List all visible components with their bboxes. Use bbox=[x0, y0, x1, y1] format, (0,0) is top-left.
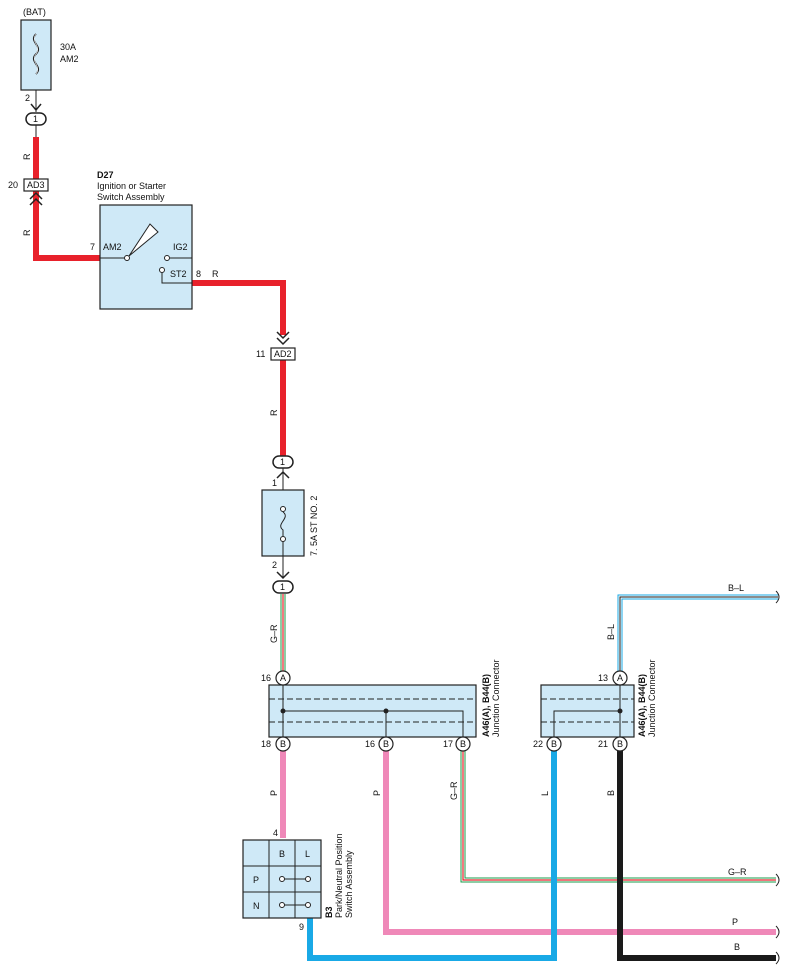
ignition-contact-icon bbox=[100, 223, 192, 284]
b3-contacts bbox=[279, 876, 311, 908]
pin-circle bbox=[275, 670, 291, 686]
pin-circle bbox=[546, 736, 562, 752]
b3-row-n: N bbox=[253, 901, 260, 911]
wire-r3-label: R bbox=[212, 269, 219, 279]
ignition-id: D27 bbox=[97, 170, 114, 180]
fuse-st-pin: 2 bbox=[272, 560, 277, 570]
jl-top-letter: A bbox=[280, 673, 286, 683]
ignition-pin-st2: 8 bbox=[196, 269, 201, 279]
wire-red-am2 bbox=[33, 137, 100, 261]
wire-bl bbox=[617, 594, 778, 672]
b3-name-2: Switch Assembly bbox=[344, 850, 354, 918]
jl-bottom-pin: 16 bbox=[365, 739, 375, 749]
junction-dot bbox=[280, 708, 286, 714]
ignition-name-1: Ignition or Starter bbox=[97, 181, 166, 191]
fuse-st-icon bbox=[280, 506, 286, 542]
wire-r1-label: R bbox=[22, 153, 32, 160]
wire-pink-out bbox=[383, 751, 776, 935]
jr-bottom-letter: B bbox=[551, 739, 557, 749]
wire-gr-out bbox=[460, 751, 776, 883]
fuse-am2-rating: 30A bbox=[60, 42, 76, 52]
fuse-am2-name: AM2 bbox=[60, 54, 79, 64]
wire-p2-label: P bbox=[372, 790, 382, 796]
out-p-label: P bbox=[732, 917, 738, 927]
wire-b-label: B bbox=[606, 790, 616, 796]
ignition-term-am2: AM2 bbox=[103, 242, 122, 252]
b3-pin-bottom: 9 bbox=[299, 922, 304, 932]
wire-blue bbox=[307, 751, 557, 961]
conn-fuse-in-pin: 1 bbox=[272, 478, 277, 488]
ad2-pin: 11 bbox=[256, 349, 265, 359]
junction-dot bbox=[383, 708, 389, 714]
junction-dot bbox=[617, 708, 623, 714]
b3-pin-top: 4 bbox=[273, 828, 278, 838]
double-chevron-up-icon bbox=[29, 191, 43, 206]
wire-l-label: L bbox=[540, 791, 550, 796]
ignition-term-st2: ST2 bbox=[170, 269, 187, 279]
junction-right-name: Junction Connector bbox=[647, 659, 657, 737]
wire-r2-label: R bbox=[22, 229, 32, 236]
wire-gr1-label: G–R bbox=[269, 624, 279, 643]
ad3-pin: 20 bbox=[8, 180, 18, 190]
wire-p1-label: P bbox=[269, 790, 279, 796]
conn-fuse-out-label: 1 bbox=[280, 582, 285, 592]
ignition-name-2: Switch Assembly bbox=[97, 192, 165, 202]
junction-left-name: Junction Connector bbox=[491, 659, 501, 737]
jl-bottom-pin: 17 bbox=[443, 739, 453, 749]
ad2-connector bbox=[270, 347, 296, 361]
arrow-down-icon bbox=[276, 571, 290, 580]
b3-col-l: L bbox=[305, 849, 310, 859]
pin-circle bbox=[612, 670, 628, 686]
conn-bat-label: 1 bbox=[33, 114, 38, 124]
pin-circle bbox=[455, 736, 471, 752]
fuse-am2-icon bbox=[32, 33, 40, 75]
ad2-name: AD2 bbox=[274, 349, 292, 359]
fuse-am2-pin: 2 bbox=[25, 93, 30, 103]
ignition-switch-box bbox=[99, 204, 193, 310]
wire-end-curls bbox=[775, 590, 780, 965]
b3-name-1: Park/Neutral Position bbox=[334, 833, 344, 918]
fuse-st-name: 7. 5A ST NO. 2 bbox=[309, 496, 319, 556]
b3-grid bbox=[243, 840, 321, 918]
b3-id: B3 bbox=[324, 906, 334, 918]
jr-top-pin: 13 bbox=[598, 673, 608, 683]
wire-gr2-label: G–R bbox=[449, 781, 459, 800]
b3-col-b: B bbox=[279, 849, 285, 859]
junction-right-id: A46(A), B44(B) bbox=[637, 674, 647, 737]
bat-label: (BAT) bbox=[23, 7, 46, 17]
jr-bottom-letter: B bbox=[617, 739, 623, 749]
double-chevron-down-icon bbox=[276, 331, 290, 346]
jr-bottom-pin: 21 bbox=[598, 739, 608, 749]
ignition-term-ig2: IG2 bbox=[173, 242, 188, 252]
jr-top-letter: A bbox=[617, 673, 623, 683]
jl-bottom-pin: 18 bbox=[261, 739, 271, 749]
wire-bl-h-label: B–L bbox=[728, 583, 744, 593]
arrow-down-icon bbox=[30, 103, 42, 112]
wire-bl-v-label: B–L bbox=[606, 624, 616, 640]
fuse-am2-box bbox=[20, 19, 52, 91]
wire-black bbox=[617, 751, 776, 961]
out-gr-label: G–R bbox=[728, 867, 747, 877]
out-b-label: B bbox=[734, 942, 740, 952]
jl-bottom-letter: B bbox=[383, 739, 389, 749]
junction-left-id: A46(A), B44(B) bbox=[481, 674, 491, 737]
jl-bottom-letter: B bbox=[280, 739, 286, 749]
junction-left-dashes bbox=[269, 698, 476, 723]
jl-bottom-letter: B bbox=[460, 739, 466, 749]
b3-row-p: P bbox=[253, 875, 259, 885]
connector-oval bbox=[272, 580, 294, 594]
ignition-pin-am2: 7 bbox=[90, 242, 95, 252]
wire-red-st2 bbox=[192, 280, 286, 335]
jr-bottom-pin: 22 bbox=[533, 739, 543, 749]
ad3-connector bbox=[23, 178, 49, 192]
wire-r4-label: R bbox=[269, 409, 279, 416]
conn-fuse-in-label: 1 bbox=[280, 457, 285, 467]
pin-circle bbox=[612, 736, 628, 752]
jl-top-pin: 16 bbox=[261, 673, 271, 683]
pin-circle bbox=[275, 736, 291, 752]
pin-circle bbox=[378, 736, 394, 752]
ad3-name: AD3 bbox=[27, 180, 45, 190]
junction-right-dashes bbox=[541, 698, 634, 723]
